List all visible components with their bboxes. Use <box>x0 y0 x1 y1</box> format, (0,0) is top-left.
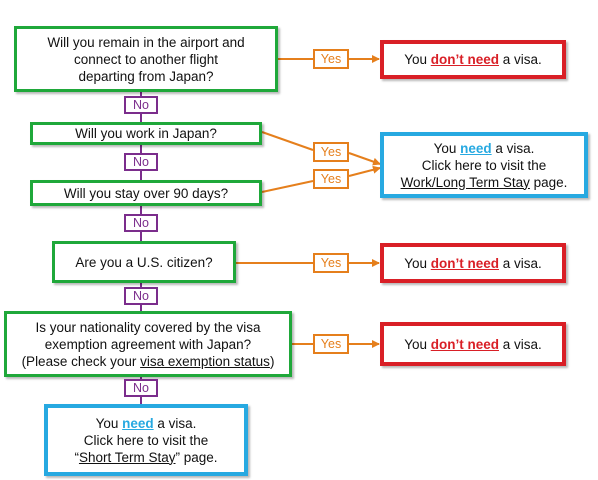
question-stay-over-90-days[interactable]: Will you stay over 90 days? <box>30 180 262 206</box>
dont-need-keyword: don’t need <box>430 255 499 271</box>
outcome-text-pre: You <box>433 140 461 156</box>
yes-label: Yes <box>313 169 349 189</box>
outcome-no-visa-3: You don’t need a visa. <box>380 322 566 366</box>
question-text-post: ) <box>269 353 275 369</box>
question-text-line: exemption agreement with Japan? <box>44 336 252 352</box>
need-keyword: need <box>122 415 154 431</box>
need-keyword: need <box>460 140 492 156</box>
outcome-text-line2: Click here to visit the <box>421 157 547 173</box>
no-label: No <box>124 214 158 232</box>
outcome-text: You need a visa. <box>434 140 535 157</box>
question-text-line: (Please check your visa exemption status… <box>22 353 275 370</box>
short-term-stay-link[interactable]: Short Term Stay <box>78 449 176 465</box>
question-text: Will you stay over 90 days? <box>63 185 229 201</box>
no-label: No <box>124 153 158 171</box>
yes-arrow-2 <box>348 152 381 166</box>
yes-label: Yes <box>313 142 349 162</box>
question-text-pre: (Please check your <box>21 353 141 369</box>
no-label: No <box>124 96 158 114</box>
outcome-text: You don’t need a visa. <box>404 336 542 353</box>
outcome-text-pre: You <box>95 415 123 431</box>
yes-line-3a <box>261 180 314 193</box>
outcome-work-long-term-stay[interactable]: You need a visa. Click here to visit the… <box>380 132 588 198</box>
dont-need-keyword: don’t need <box>430 336 499 352</box>
question-work-in-japan[interactable]: Will you work in Japan? <box>30 122 262 145</box>
question-text-line: Is your nationality covered by the visa <box>35 319 261 335</box>
outcome-text-line2: Click here to visit the <box>83 432 209 448</box>
outcome-text-post: a visa. <box>499 255 542 271</box>
question-text: Are you a U.S. citizen? <box>75 254 213 270</box>
outcome-text: You don’t need a visa. <box>404 255 542 272</box>
dont-need-keyword: don’t need <box>430 52 499 67</box>
outcome-text-pre: You <box>404 52 431 67</box>
yes-label: Yes <box>313 253 349 273</box>
outcome-text-post: page. <box>529 174 568 190</box>
no-label: No <box>124 379 158 397</box>
outcome-text: You need a visa. <box>96 415 197 432</box>
outcome-text-pre: You <box>404 255 431 271</box>
question-text: Will you work in Japan? <box>75 126 217 141</box>
outcome-text: You don’t need a visa. <box>404 51 542 68</box>
yes-label: Yes <box>313 334 349 354</box>
question-us-citizen[interactable]: Are you a U.S. citizen? <box>52 241 236 283</box>
outcome-text-post: a visa. <box>153 415 197 431</box>
yes-arrow-3 <box>348 165 381 177</box>
outcome-short-term-stay[interactable]: You need a visa. Click here to visit the… <box>44 404 248 476</box>
outcome-text-line3: Work/Long Term Stay page. <box>401 174 568 191</box>
yes-label: Yes <box>313 49 349 69</box>
outcome-text-pre: “ <box>74 449 79 465</box>
question-remain-in-airport[interactable]: Will you remain in the airport and conne… <box>14 26 278 92</box>
yes-line-2a <box>261 131 314 151</box>
outcome-text-line3: “Short Term Stay” page. <box>74 449 217 466</box>
outcome-no-visa-2: You don’t need a visa. <box>380 243 566 283</box>
outcome-text-post: a visa. <box>491 140 535 156</box>
outcome-text-post: a visa. <box>499 336 542 352</box>
outcome-no-visa-1: You don’t need a visa. <box>380 40 566 79</box>
question-text-line: Will you remain in the airport and <box>47 34 245 50</box>
no-label: No <box>124 287 158 305</box>
outcome-text-post: a visa. <box>499 52 542 67</box>
question-text-line: connect to another flight <box>73 51 219 67</box>
work-long-term-stay-link[interactable]: Work/Long Term Stay <box>400 174 530 190</box>
outcome-text-pre: You <box>404 336 431 352</box>
question-text-line: departing from Japan? <box>78 68 214 84</box>
visa-exemption-status-link[interactable]: visa exemption status <box>140 353 270 369</box>
outcome-text-post: ” page. <box>175 449 218 465</box>
question-visa-exemption-nationality[interactable]: Is your nationality covered by the visa … <box>4 311 292 377</box>
